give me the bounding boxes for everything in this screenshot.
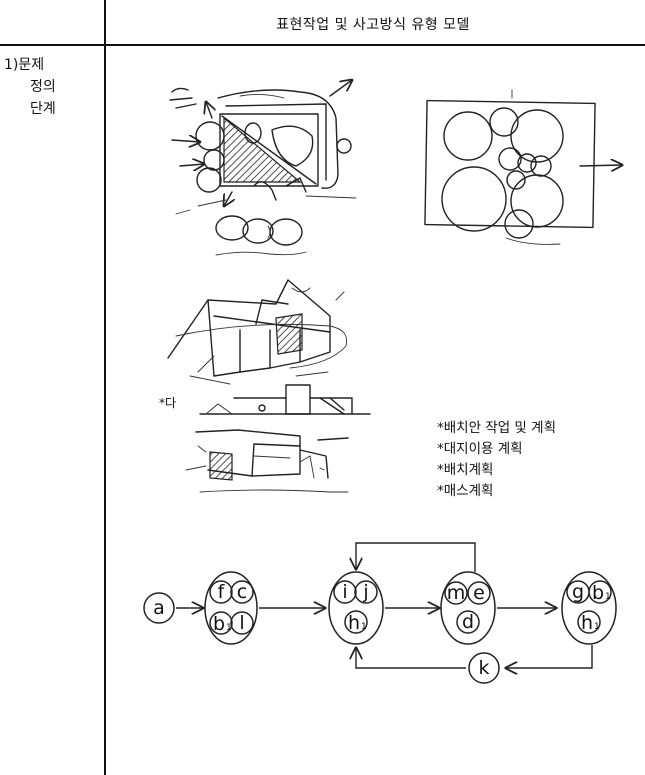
bullet-item: *대지이용 계획 [437,441,523,457]
stage-line-3: 단계 [30,101,56,117]
node-e [467,581,491,605]
node-k [468,652,500,684]
label-h-a: h [348,612,360,634]
lower-perspective-sketch [185,429,349,493]
group-3-oval [440,571,496,645]
stage-label: 1)문제 정의 단계 [4,54,104,120]
node-m [444,581,468,605]
label-b: b [213,613,225,635]
label-l: l [239,612,244,634]
subscript-b1: 1 [226,623,232,633]
group-1-oval [204,571,258,645]
label-i: i [342,581,347,603]
node-h1-a [344,610,368,634]
label-f: f [218,581,226,603]
node-i [333,580,357,604]
table-header: 표현작업 및 사고방식 유형 모델 [108,4,638,44]
group-2-oval [328,571,384,645]
node-j [354,580,378,604]
bullet-item: *배치계획 [437,462,494,478]
bullet-list: *배치안 작업 및 계획 *대지이용 계획 *배치계획 *매스계획 [437,418,556,502]
subscript-h1-a: 1 [361,622,367,632]
sketch-note: *다 [159,396,177,410]
label-b-b: b [592,582,604,604]
header-divider [0,44,645,46]
loop-k-to-group2 [356,648,466,669]
label-c: c [237,581,247,603]
stage-line-1: 1)문제 [4,57,45,73]
perspective-sketch [167,279,348,385]
node-b1 [209,611,233,635]
node-h1-b [577,610,601,634]
label-k: k [478,657,489,679]
bullet-item: *매스계획 [437,483,494,499]
site-plan-sketch [169,80,357,256]
label-j: j [362,581,368,603]
loop-group3-to-group2 [356,542,476,572]
node-b1-b [588,580,612,604]
process-diagram: a f c b 1 l i j h 1 [143,542,617,684]
node-f [209,580,233,604]
label-h-b: h [581,612,593,634]
subscript-h1-b: 1 [594,622,600,632]
bullet-item: *배치안 작업 및 계획 [437,420,556,436]
node-c [230,580,254,604]
subscript-b1-b: 1 [605,592,611,602]
label-m: m [447,582,466,604]
header-title: 표현작업 및 사고방식 유형 모델 [276,17,470,33]
label-g: g [572,581,584,603]
node-d [456,610,480,634]
node-a [143,592,175,624]
elevation-sketch [199,384,371,415]
group-4-oval [561,571,617,645]
column-divider [104,0,106,775]
stage-line-2: 정의 [30,79,56,95]
label-e: e [473,582,485,604]
node-l [230,611,254,635]
bubble-diagram-sketch [424,89,622,245]
loop-group4-to-k [506,645,593,668]
label-d: d [462,611,474,633]
node-a-label: a [153,597,165,619]
